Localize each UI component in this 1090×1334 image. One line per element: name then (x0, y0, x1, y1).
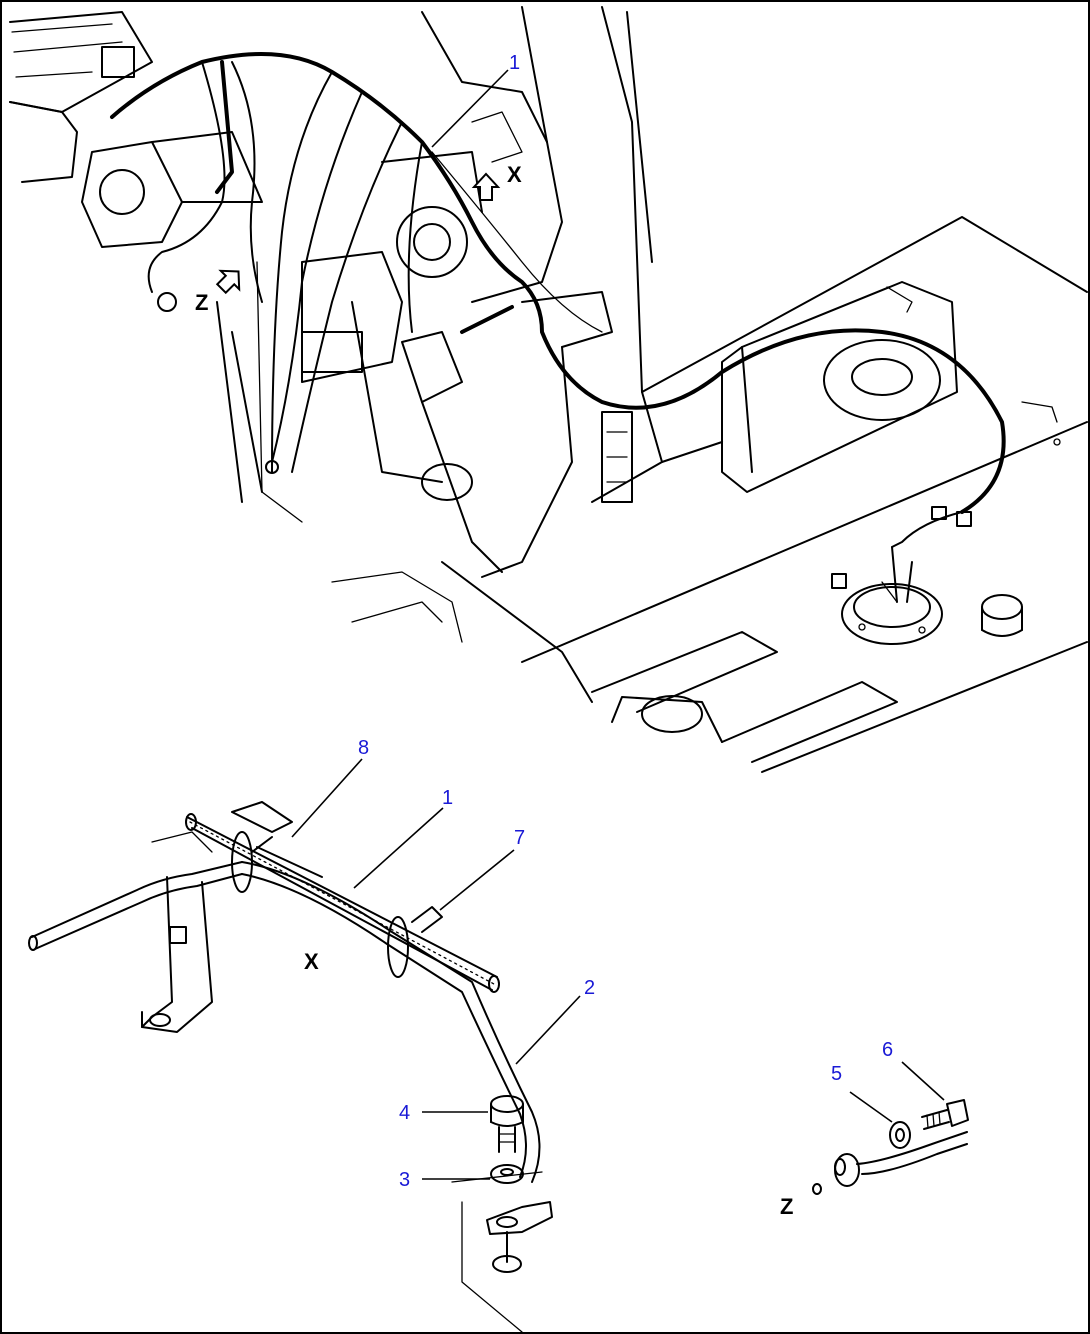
callout-1-top: 1 (431, 52, 520, 148)
callout-4: 4 (399, 1102, 488, 1124)
callout-label-8: 8 (358, 737, 369, 759)
view-arrow-z-top: Z (195, 269, 241, 315)
pedal-and-bracket-assembly (301, 111, 633, 578)
view-arrow-x-top: X (471, 162, 522, 201)
callout-label-1-top: 1 (509, 52, 520, 74)
callout-label-1-lower: 1 (442, 787, 453, 809)
view-label-z-detail: Z (780, 1194, 793, 1219)
callout-label-6: 6 (882, 1039, 893, 1061)
callout-7: 7 (439, 827, 525, 911)
callout-2: 2 (515, 977, 595, 1065)
machine-frame-structure (9, 6, 1088, 773)
callout-8: 8 (291, 737, 369, 838)
ground-terminal-detail (812, 1099, 969, 1195)
callout-label-5: 5 (831, 1063, 842, 1085)
callout-5: 5 (831, 1063, 893, 1123)
wiring-harness-top (101, 46, 1006, 548)
callout-label-4: 4 (399, 1102, 410, 1124)
view-label-x-detail: X (304, 949, 319, 974)
callout-label-7: 7 (514, 827, 525, 849)
callout-label-3: 3 (399, 1169, 410, 1191)
callout-label-2: 2 (584, 977, 595, 999)
callout-6: 6 (882, 1039, 945, 1101)
callout-1-lower: 1 (353, 787, 453, 889)
callout-3: 3 (399, 1169, 490, 1191)
harness-clamp-detail (28, 801, 553, 1332)
view-label-x-top: X (507, 162, 522, 187)
view-label-z-top: Z (195, 290, 208, 315)
